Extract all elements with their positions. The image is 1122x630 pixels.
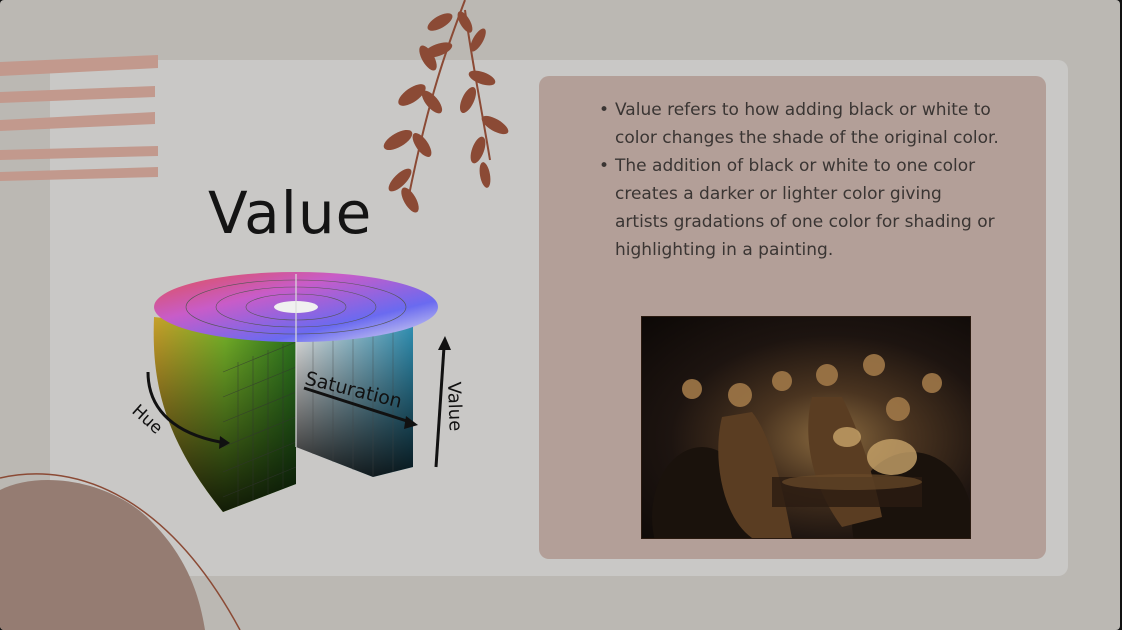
stripe-1 — [0, 55, 158, 76]
value-axis-label: Value — [443, 381, 466, 431]
stripe-5 — [0, 167, 158, 181]
stripe-3 — [0, 112, 155, 131]
bullet-list: • Value refers to how adding black or wh… — [599, 96, 999, 264]
stripe-4 — [0, 146, 158, 160]
painting-figures — [652, 354, 970, 538]
slide-title: Value — [208, 179, 373, 247]
bullet-text: The addition of black or white to one co… — [615, 156, 995, 260]
decorative-stripes — [0, 55, 158, 181]
painting-image — [641, 316, 971, 539]
bullet-text: Value refers to how adding black or whit… — [615, 100, 999, 148]
bullet-icon: • — [599, 100, 610, 120]
leaf-branch-icon — [383, 0, 509, 213]
bullet-item: • Value refers to how adding black or wh… — [599, 96, 999, 152]
hue-label: Hue — [128, 401, 166, 439]
bullet-item: • The addition of black or white to one … — [599, 152, 999, 264]
stripe-2 — [0, 86, 155, 103]
text-box: • Value refers to how adding black or wh… — [539, 76, 1046, 559]
bullet-icon: • — [599, 156, 610, 176]
hsv-cylinder-diagram: Hue Saturation Value — [128, 272, 466, 512]
decorative-blob — [0, 473, 241, 630]
